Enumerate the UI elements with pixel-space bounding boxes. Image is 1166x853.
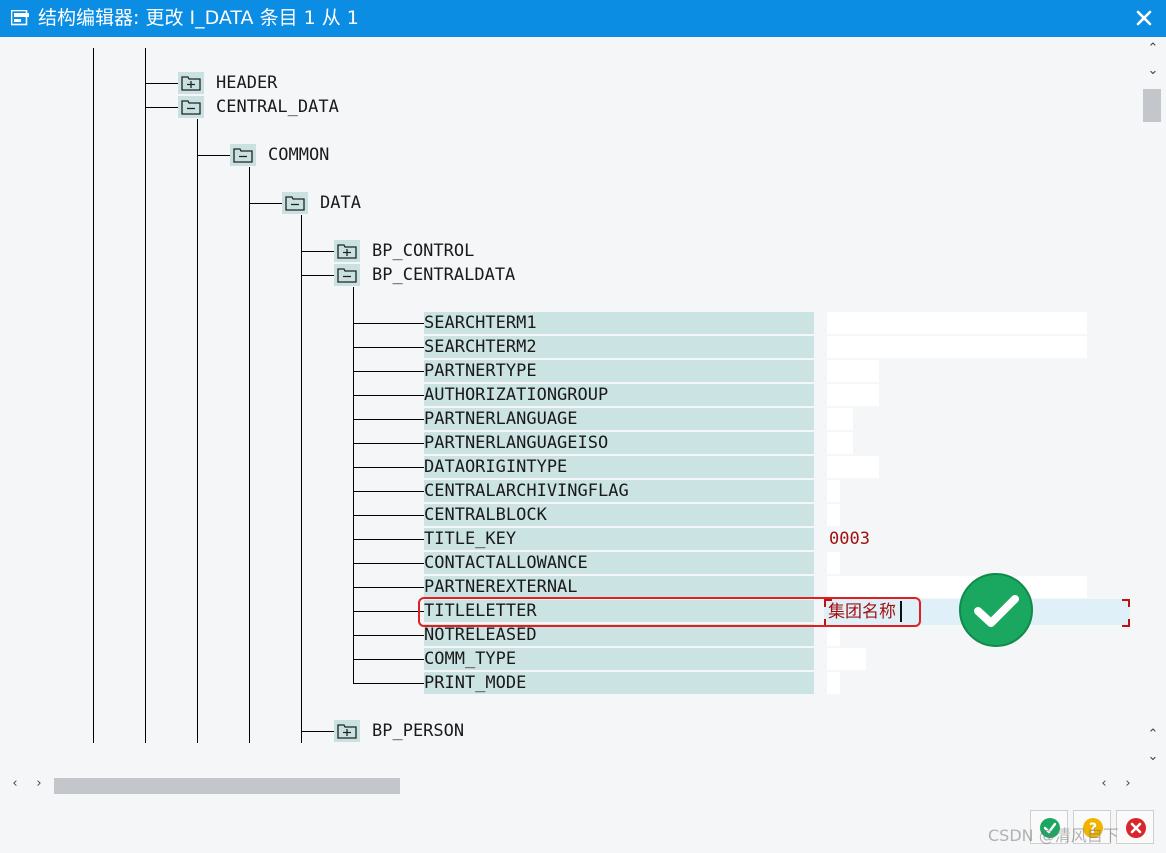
titleletter-value[interactable]: 集团名称 xyxy=(828,602,896,622)
field-value-input[interactable]: 0003 xyxy=(829,529,870,549)
field-name: PARTNERLANGUAGEISO xyxy=(424,432,814,454)
cancel-icon xyxy=(1126,818,1146,838)
expand-icon[interactable] xyxy=(334,720,360,742)
check-icon xyxy=(1040,818,1060,838)
vertical-scrollbar[interactable]: ⌃ ⌄ ⌃ ⌄ xyxy=(1140,37,1166,772)
expand-icon[interactable] xyxy=(334,240,360,262)
title-bar: 结构编辑器: 更改 I_DATA 条目 1 从 1 xyxy=(0,0,1166,37)
field-value-input[interactable] xyxy=(827,432,853,454)
tree-node-bp-person[interactable]: BP_PERSON xyxy=(372,721,465,741)
tree-node-central-data[interactable]: CENTRAL_DATA xyxy=(216,97,339,117)
field-value-input[interactable] xyxy=(827,504,840,526)
collapse-icon[interactable] xyxy=(178,96,204,118)
structure-editor-icon xyxy=(10,9,29,26)
scroll-right-icon[interactable]: › xyxy=(1125,776,1131,791)
field-name: PRINT_MODE xyxy=(424,672,814,694)
highlight-box xyxy=(418,597,921,627)
window-title: 结构编辑器: 更改 I_DATA 条目 1 从 1 xyxy=(38,7,359,29)
close-icon xyxy=(1136,10,1152,26)
field-name: PARTNEREXTERNAL xyxy=(424,576,814,598)
field-value-input[interactable] xyxy=(827,552,840,574)
field-name: TITLELETTER xyxy=(424,600,814,622)
field-name: NOTRELEASED xyxy=(424,624,814,646)
field-value-input[interactable] xyxy=(827,336,1087,358)
field-name: PARTNERLANGUAGE xyxy=(424,408,814,430)
field-name: CONTACTALLOWANCE xyxy=(424,552,814,574)
confirm-button[interactable] xyxy=(1030,810,1068,844)
scroll-down-icon[interactable]: ⌃ xyxy=(1147,727,1159,742)
tree-node-common[interactable]: COMMON xyxy=(268,145,330,165)
watermark: CSDN @清风自下 xyxy=(988,826,1119,845)
field-name: CENTRALARCHIVINGFLAG xyxy=(424,480,814,502)
text-cursor xyxy=(900,601,902,622)
question-icon: ? xyxy=(1083,818,1103,838)
cancel-button[interactable] xyxy=(1116,810,1154,844)
tree-node-data[interactable]: DATA xyxy=(320,193,361,213)
close-button[interactable] xyxy=(1130,6,1158,32)
footer-toolbar: ? xyxy=(0,798,1166,853)
field-name: COMM_TYPE xyxy=(424,648,814,670)
svg-text:?: ? xyxy=(1089,821,1097,837)
scroll-down-icon[interactable]: ⌄ xyxy=(1147,749,1159,764)
scroll-right-icon[interactable]: › xyxy=(36,776,42,791)
collapse-icon[interactable] xyxy=(230,144,256,166)
field-name: SEARCHTERM1 xyxy=(424,312,814,334)
tree-node-bp-control[interactable]: BP_CONTROL xyxy=(372,241,475,261)
tree-node-bp-centraldata[interactable]: BP_CENTRALDATA xyxy=(372,265,516,285)
field-value-input[interactable] xyxy=(827,648,866,670)
field-value-input[interactable] xyxy=(827,672,840,694)
collapse-icon[interactable] xyxy=(334,264,360,286)
vertical-scroll-thumb[interactable] xyxy=(1143,89,1161,122)
tree-node-header[interactable]: HEADER xyxy=(216,73,278,93)
scroll-left-icon[interactable]: ‹ xyxy=(12,776,18,791)
field-value-input[interactable] xyxy=(827,624,840,646)
horizontal-scroll-thumb[interactable] xyxy=(54,778,400,794)
field-name: TITLE_KEY xyxy=(424,528,814,550)
scroll-up-icon[interactable]: ⌃ xyxy=(1147,41,1159,56)
field-value-input[interactable] xyxy=(827,360,879,382)
field-value-input[interactable] xyxy=(827,480,840,502)
horizontal-scroll-track[interactable] xyxy=(54,778,1084,794)
horizontal-scrollbar[interactable]: ‹ › ‹ › xyxy=(0,772,1166,798)
field-value-input[interactable] xyxy=(827,456,879,478)
field-value-input[interactable] xyxy=(827,384,879,406)
field-name: PARTNERTYPE xyxy=(424,360,814,382)
field-value-input[interactable] xyxy=(827,408,853,430)
field-name: CENTRALBLOCK xyxy=(424,504,814,526)
scroll-up-icon[interactable]: ⌄ xyxy=(1147,63,1159,78)
help-button[interactable]: ? xyxy=(1073,810,1111,844)
field-name: SEARCHTERM2 xyxy=(424,336,814,358)
collapse-icon[interactable] xyxy=(282,192,308,214)
success-check-icon xyxy=(958,572,1034,648)
structure-tree: HEADER CENTRAL_DATA COMMON DATA BP_CONTR… xyxy=(1,37,1139,772)
field-name: AUTHORIZATIONGROUP xyxy=(424,384,814,406)
field-name: DATAORIGINTYPE xyxy=(424,456,814,478)
expand-icon[interactable] xyxy=(178,72,204,94)
scroll-left-icon[interactable]: ‹ xyxy=(1101,776,1107,791)
field-value-input[interactable] xyxy=(827,312,1087,334)
field-value-input[interactable] xyxy=(827,576,1087,598)
